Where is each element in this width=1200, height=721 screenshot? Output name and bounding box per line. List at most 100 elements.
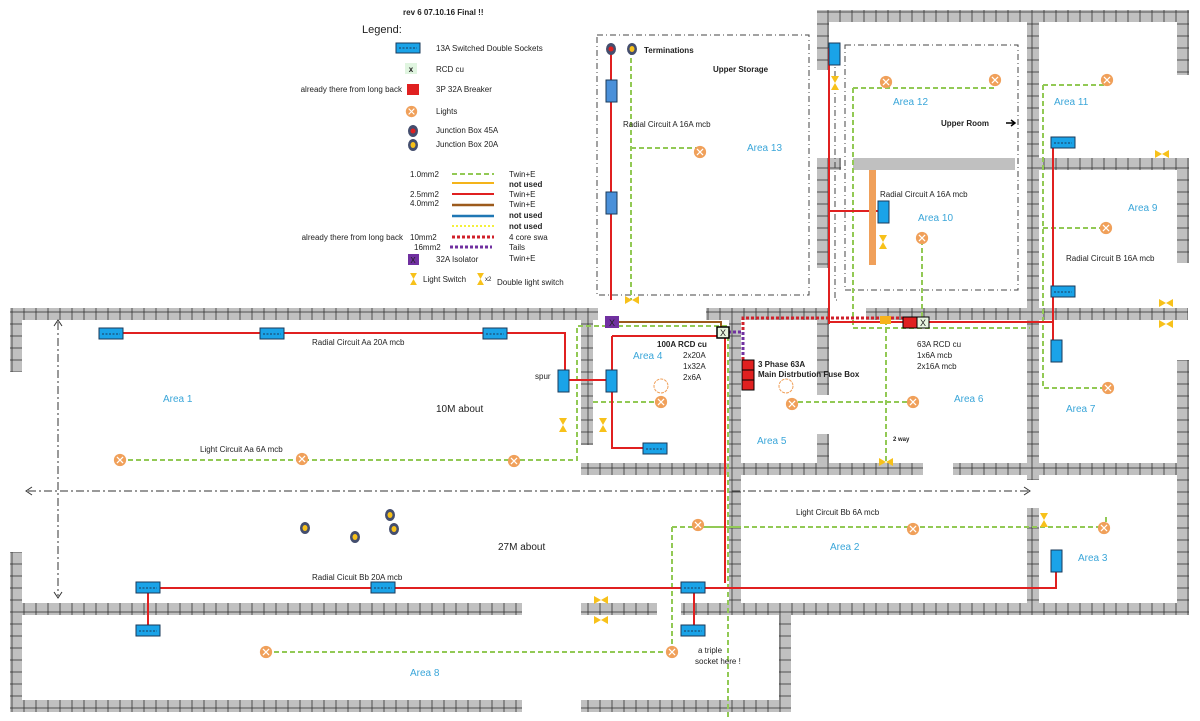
double-switch-icon[interactable] (594, 616, 608, 624)
light-icon[interactable] (654, 395, 668, 409)
light-icon[interactable] (906, 395, 920, 409)
light-icon[interactable] (691, 518, 705, 532)
brown-cable (612, 321, 722, 328)
socket-icon[interactable] (680, 624, 706, 637)
wall (10, 308, 22, 372)
rcd-100a-line2: 1x32A (683, 362, 706, 371)
wall (10, 700, 522, 712)
wall (1027, 508, 1039, 605)
rcd-100a-icon[interactable] (716, 326, 730, 339)
socket-icon[interactable] (1050, 136, 1076, 149)
terminations-label: Terminations (644, 46, 694, 55)
legend-light-icon (405, 105, 418, 118)
light-switch-icon[interactable] (1040, 513, 1048, 527)
annotations: Terminations Upper Storage Upper Room Ra… (200, 46, 1155, 666)
double-switch-icon[interactable] (625, 296, 639, 304)
wall (729, 308, 741, 608)
main-fuse-l1[interactable] (741, 359, 755, 371)
wall (817, 10, 1189, 22)
light-icon[interactable] (879, 75, 893, 89)
two-way-label: 2 way (893, 437, 910, 443)
socket-icon[interactable] (135, 581, 161, 594)
double-switch-icon[interactable] (1159, 320, 1173, 328)
socket-icon[interactable] (605, 369, 618, 393)
area-3-label: Area 3 (1078, 553, 1108, 564)
legend-cable-desc: Twin+E (509, 200, 535, 209)
junction-box-20a-icon[interactable] (389, 523, 399, 535)
legend-cable-size: 16mm2 (414, 243, 441, 252)
wall (581, 603, 657, 615)
upper-storage-outline (596, 34, 810, 296)
light-icon[interactable] (1101, 381, 1115, 395)
legend-isolator-icon (408, 254, 419, 265)
double-switch-icon[interactable] (594, 596, 608, 604)
socket-icon[interactable] (642, 442, 668, 455)
breaker-32a-icon[interactable] (902, 316, 918, 329)
socket-icon[interactable] (557, 369, 570, 393)
radial-bb-label: Radial Cicuit Bb 20A mcb (312, 573, 403, 582)
light-icon[interactable] (295, 452, 309, 466)
ten-m-label: 10M about (436, 404, 483, 415)
light-switch-icon[interactable] (559, 418, 567, 432)
wall (741, 463, 923, 475)
isolator-icon[interactable] (605, 316, 619, 328)
light-icon[interactable] (113, 453, 127, 467)
legend-cable-desc: not used (509, 222, 542, 231)
light-aa-label: Light Circuit Aa 6A mcb (200, 445, 283, 454)
light-switch-icon[interactable] (831, 76, 839, 90)
light-icon[interactable] (906, 522, 920, 536)
legend-cable-desc: Tails (509, 243, 525, 252)
light-switch-icon[interactable] (599, 418, 607, 432)
light-icon[interactable] (915, 231, 929, 245)
light-icon[interactable] (693, 145, 707, 159)
legend-junction-45a-icon (408, 125, 418, 137)
wall (1177, 10, 1189, 75)
area-8-label: Area 8 (410, 668, 440, 679)
light-icon[interactable] (785, 397, 799, 411)
double-switch-icon[interactable] (1155, 150, 1169, 158)
area-5-label: Area 5 (757, 436, 787, 447)
light-icon[interactable] (1099, 221, 1113, 235)
light-icon[interactable] (1097, 521, 1111, 535)
socket-icon[interactable] (1050, 549, 1063, 573)
socket-icon[interactable] (828, 42, 841, 66)
socket-icon[interactable] (605, 79, 618, 103)
main-fuse-l3[interactable] (741, 379, 755, 391)
rcd-63a-line2: 2x16A mcb (917, 362, 957, 371)
socket-icon[interactable] (605, 191, 618, 215)
socket-icon[interactable] (98, 327, 124, 340)
socket-icon[interactable] (680, 581, 706, 594)
legend-isolator-label: 32A Isolator (436, 255, 479, 264)
socket-icon[interactable] (482, 327, 508, 340)
rcd-63a-icon[interactable] (916, 316, 930, 329)
arrow-right-icon (1023, 486, 1031, 496)
upper-room-outline (844, 44, 1019, 291)
socket-icon[interactable] (135, 624, 161, 637)
light-icon[interactable] (665, 645, 679, 659)
wall (1177, 158, 1189, 263)
orange-beam (869, 170, 876, 265)
junction-box-20a-icon[interactable] (300, 522, 310, 534)
socket-icon[interactable] (1050, 285, 1076, 298)
legend-breaker-label: 3P 32A Breaker (436, 85, 492, 94)
legend-cable-prefix: already there from long back (302, 233, 404, 242)
area-1-label: Area 1 (163, 394, 193, 405)
socket-icon[interactable] (259, 327, 285, 340)
light-icon[interactable] (988, 73, 1002, 87)
light-icon[interactable] (259, 645, 273, 659)
junction-box-20a-icon[interactable] (385, 509, 395, 521)
socket-icon[interactable] (370, 581, 396, 594)
main-fuse-l2[interactable] (741, 369, 755, 381)
light-icon[interactable] (1100, 73, 1114, 87)
junction-box-45a-icon[interactable] (606, 43, 616, 55)
junction-box-20a-icon[interactable] (350, 531, 360, 543)
light-icon[interactable] (507, 454, 521, 468)
legend-socket-icon (395, 42, 421, 54)
socket-icon[interactable] (1050, 339, 1063, 363)
junction-box-20a-icon[interactable] (627, 43, 637, 55)
legend-light-switch-icon (410, 273, 417, 285)
light-bb-label: Light Circuit Bb 6A mcb (796, 508, 880, 517)
double-switch-icon[interactable] (1159, 299, 1173, 307)
light-switch-icon[interactable] (879, 235, 887, 249)
socket-icon[interactable] (877, 200, 890, 224)
